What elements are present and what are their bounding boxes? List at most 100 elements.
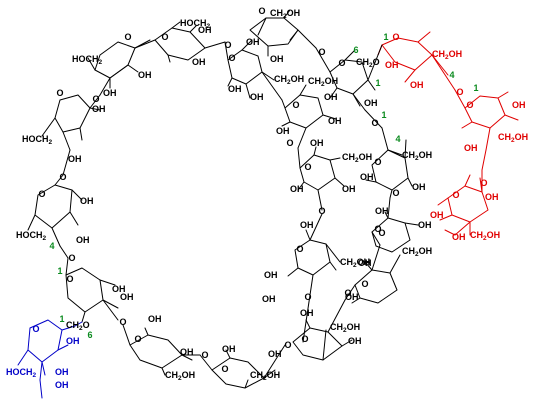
bond-line [461,121,473,129]
bond-line [309,213,323,241]
bond-line [327,299,346,333]
bond-line [263,369,276,379]
bond-line [365,179,377,183]
hydroxyl-label: OH [418,220,432,230]
hydroxyl-label: OH [412,182,426,192]
bond-line [384,211,389,219]
hydroxymethyl-label: CH2OH [402,150,432,162]
bond-line [317,189,323,211]
bond-line [144,327,149,336]
hydroxymethyl-left-label: HOCH2 [72,54,103,66]
bond-line [297,29,317,49]
hydroxymethyl-label: CH2OH [250,370,280,382]
ring-oxygen-label: O [134,334,141,344]
hydroxyl-label: OH [485,192,499,202]
ring-oxygen-label: O [392,188,399,198]
hydroxyl-label: OH [192,57,206,67]
ring-oxygen-label: O [318,206,325,216]
bond-line [62,131,71,151]
hydroxyl-label: OH [410,80,424,90]
hydroxyl-label: OH [512,100,526,110]
bond-line [371,244,381,271]
bond-line [431,54,456,91]
bond-line [485,127,491,151]
bond-line [497,91,509,99]
bond-line [61,325,76,331]
bond-line [261,71,275,81]
bond-line [371,231,381,246]
ring-oxygen-label: O [68,253,75,263]
ring-oxygen-label: O [201,350,208,360]
ring-oxygen-label: O [258,6,265,16]
linkage-number-4: 4 [49,241,54,251]
bond-line [325,243,341,263]
bond-line [51,227,61,247]
bond-line [71,189,83,201]
bond-line [89,94,101,109]
bond-line [305,319,311,329]
hydroxyl-label: OH [66,336,80,346]
bond-line [122,324,131,346]
hydroxyl-label: OH [228,84,242,94]
bond-line [199,354,213,371]
bond-line [81,311,86,323]
hydroxymethyl-label: CH2OH [308,76,338,88]
bond-line [289,29,299,41]
hydroxymethyl-label: CH2OH [165,370,195,382]
hydroxyl-label: OH [385,60,399,70]
hydroxyl-label: OH [300,308,314,318]
hydroxyl-label: OH [310,138,324,148]
bond-line [387,149,403,156]
bond-line [305,229,311,241]
ring-oxygen-label: O [480,178,487,188]
linkage-number-1: 1 [473,83,478,93]
ring-oxygen-label: O [392,32,399,42]
hydroxyl-label: OH [55,367,69,377]
bond-line [54,174,64,186]
hydroxyl-label: OH [76,235,90,245]
bond-line [389,254,401,274]
hydroxyl-label: OH [375,206,389,216]
ring-oxygen-label: O [228,53,235,63]
ring-oxygen-label: O [124,32,131,42]
ring-oxygen-label: O [224,40,231,50]
hydroxymethyl-label: CH2OH [330,322,360,334]
bond-line [367,44,383,81]
hydroxyl-label: OH [342,184,356,194]
hydroxyl-label: OH [364,98,378,108]
bond-line [161,367,166,376]
hydroxyl-label: OH [222,344,236,354]
bond-line [99,279,116,286]
bond-line [283,9,291,19]
bond-line [381,127,389,151]
hydroxyl-label: OH [360,172,374,182]
bond-line [329,87,338,99]
linkage-number-1: 1 [375,78,380,88]
hydroxyl-label: OH [324,92,338,102]
bond-line [315,47,331,73]
hydroxyl-label: OH [290,184,304,194]
ring-oxygen-label: O [38,189,45,199]
bond-line [281,99,286,109]
bond-line [504,114,519,121]
bond-line [367,79,376,91]
bond-line [189,25,197,33]
linkage-number-4: 4 [449,70,454,80]
hydroxyl-label: OH [92,104,106,114]
hydroxyl-label: OH [345,292,359,302]
ring-oxygen-label: O [344,288,351,298]
glucose-ring-bonds [292,327,343,361]
hydroxyl-label: OH [328,116,342,126]
bond-line [57,344,69,351]
hydroxyl-label: OH [452,232,466,242]
hydroxyl-label: OH [246,37,260,47]
hydroxymethyl-left-label: HOCH2 [6,367,37,379]
ring-oxygen-label: O [56,88,63,98]
ring-oxygen-label: O [374,224,381,234]
ring-oxygen-label: O [456,87,463,97]
bond-line [322,114,337,120]
bond-line [102,299,119,309]
hydroxymethyl-label: CH2OH [498,132,528,144]
